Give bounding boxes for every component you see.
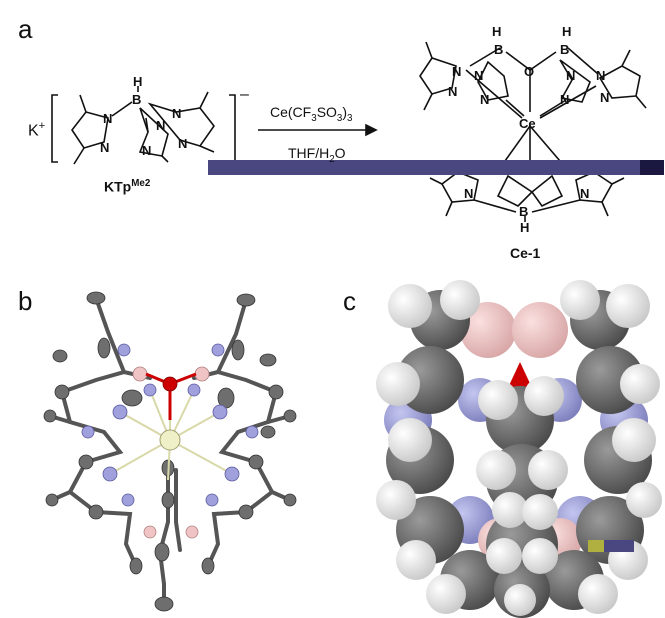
solvent-label: THF/H2O	[288, 145, 346, 165]
panel-label-a: a	[18, 14, 33, 44]
product-atom-n-4: N	[480, 92, 489, 107]
product-structure	[419, 41, 647, 222]
product-atom-h-top-right: H	[562, 24, 571, 39]
ligand-atom-n5: N	[172, 106, 181, 121]
ligand-atom-n4: N	[156, 118, 165, 133]
product-atom-n-8: N	[600, 90, 609, 105]
overlay-bar-end	[640, 160, 664, 175]
model-artifact	[588, 540, 604, 552]
overlay-bar	[208, 160, 664, 175]
product-atom-n-9: N	[464, 186, 473, 201]
reaction-scheme: B H N N N N N N	[51, 24, 664, 235]
product-atom-n-1: N	[452, 64, 461, 79]
product-atom-n-10: N	[580, 186, 589, 201]
ligand-atom-n1: N	[103, 111, 112, 126]
product-atom-n-6: N	[560, 92, 569, 107]
product-atom-n-3: N	[474, 68, 483, 83]
product-atom-h-top-left: H	[492, 24, 501, 39]
product-atom-n-7: N	[596, 68, 605, 83]
reagent-label: Ce(CF3SO3)3	[270, 104, 353, 124]
product-atom-h-bottom: H	[520, 220, 529, 235]
panel-label-b: b	[18, 286, 33, 316]
product-atom-labels: H H B B O Ce N N N N N N N N N N B H	[448, 24, 609, 235]
counter-ion: K+	[28, 120, 46, 140]
product-atom-ce: Ce	[519, 116, 536, 131]
product-atom-b-top-left: B	[494, 42, 503, 57]
ligand-atom-h: H	[133, 74, 142, 89]
product-atom-b-top-right: B	[560, 42, 569, 57]
product-atom-n-5: N	[566, 68, 575, 83]
ligand-atom-n6: N	[178, 136, 187, 151]
product-atom-b-bottom: B	[519, 204, 528, 219]
product-name: Ce-1	[510, 245, 541, 261]
ligand-atom-labels: B H N N N N N N	[100, 74, 187, 158]
ligand-name: KTpMe2	[104, 178, 151, 195]
ligand-atom-n2: N	[100, 140, 109, 155]
ligand-structure	[71, 86, 215, 165]
panel-label-c: c	[343, 286, 356, 316]
ligand-charge: –	[240, 86, 249, 103]
ligand-atom-b: B	[132, 92, 141, 107]
product-atom-o: O	[524, 64, 534, 79]
product-atom-n-2: N	[448, 84, 457, 99]
ligand-atom-n3: N	[142, 143, 151, 158]
reaction-arrow	[258, 123, 378, 137]
